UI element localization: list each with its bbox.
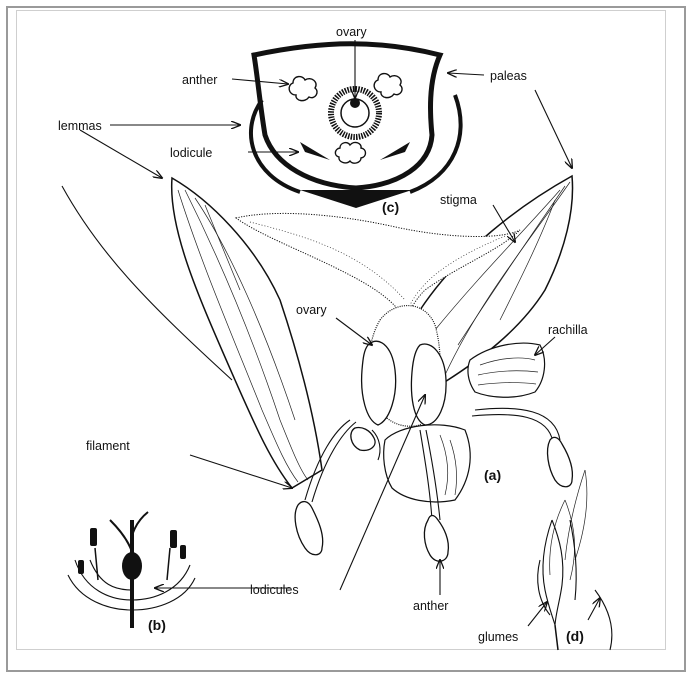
palea-outline [254,44,440,188]
label-glumes: glumes [478,630,518,644]
anther-right [374,74,402,98]
label-anther-bottom: anther [413,599,448,613]
label-part-c: (c) [382,199,399,215]
schematic-b [68,512,195,628]
lodicule-left [300,142,330,160]
lodicule-center [335,142,365,163]
leader-lines [80,40,600,626]
ovary-core [350,98,360,108]
label-ovary-top: ovary [336,25,367,39]
label-part-b: (b) [148,617,166,633]
lemma-arc-left [251,100,300,192]
anther-a-3 [424,516,448,562]
label-part-a: (a) [484,467,501,483]
spikelet-drawing-a [62,176,573,561]
label-lodicule: lodicule [170,146,212,160]
anther-left [289,77,317,101]
anther-a-4 [351,427,375,450]
label-paleas: paleas [490,69,527,83]
label-part-d: (d) [566,628,584,644]
label-lodicules: lodicules [250,583,299,597]
label-stigma: stigma [440,193,477,207]
label-ovary-mid: ovary [296,303,327,317]
lodicule-right [380,142,410,160]
floral-diagram-c [251,44,461,208]
label-rachilla: rachilla [548,323,588,337]
label-lemmas: lemmas [58,119,102,133]
label-anther-top: anther [182,73,217,87]
spikelet-d [538,470,612,650]
lemma-arc-right [410,95,461,192]
label-filament: filament [86,439,130,453]
anther-a-2 [548,437,573,486]
anther-a-1 [295,502,323,555]
